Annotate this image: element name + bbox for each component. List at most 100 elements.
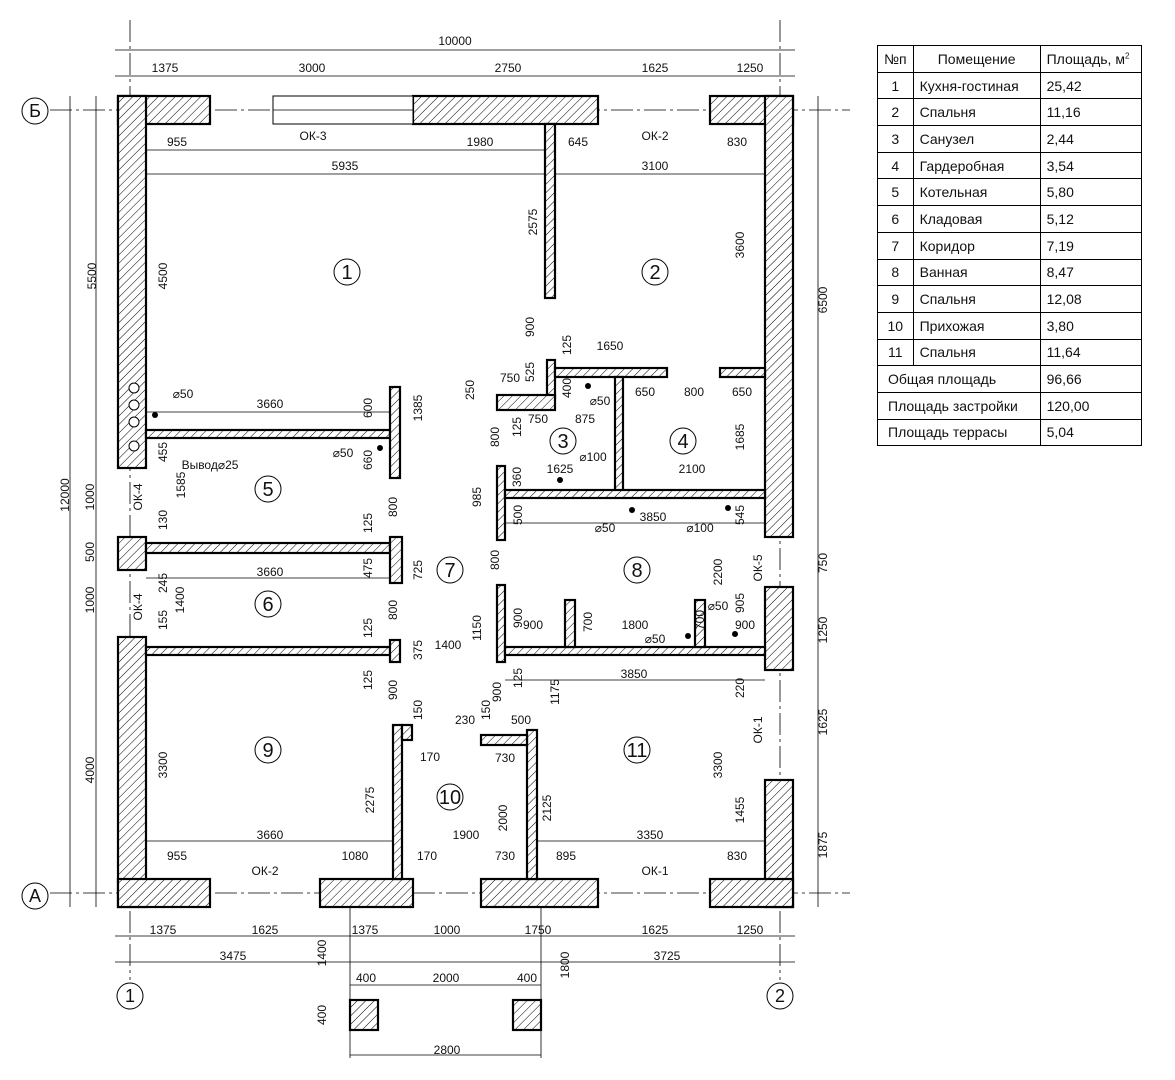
dimension-label: ОК-4: [131, 483, 145, 510]
dimension-label: 2000: [433, 971, 460, 985]
dimension-label: 3660: [257, 828, 284, 842]
dimension-label: 1250: [737, 923, 764, 937]
dimension-label: 800: [684, 385, 704, 399]
dimension-label: 10000: [438, 34, 472, 48]
row-room: Ванная: [912, 258, 1041, 287]
dimension-label: 1585: [174, 471, 188, 498]
row-num: 4: [877, 151, 914, 180]
row-num: 3: [877, 125, 914, 153]
dimension-label: 2800: [434, 1043, 461, 1057]
dimension-label: 700: [693, 610, 707, 630]
row-num: 11: [877, 338, 914, 367]
dimension-label: 900: [511, 608, 525, 628]
dimension-label: 1625: [547, 462, 574, 476]
room-number-7: 7: [444, 560, 455, 582]
dimension-label: 455: [156, 442, 170, 462]
dimension-label: 1800: [558, 951, 572, 978]
room-number-8: 8: [631, 560, 642, 582]
dimension-label: 130: [156, 510, 170, 530]
walls: [116, 94, 795, 1032]
row-num: 1: [877, 71, 914, 100]
dimension-label: 830: [727, 135, 747, 149]
dimension-label: 475: [361, 558, 375, 578]
row-area: 8,47: [1039, 258, 1142, 287]
dimension-label: 500: [511, 505, 525, 525]
row-area: 3,54: [1039, 151, 1142, 180]
dimension-label: 1650: [597, 339, 624, 353]
row-num: 10: [877, 311, 914, 340]
dimension-label: 3850: [640, 510, 667, 524]
dimension-label: 2100: [679, 462, 706, 476]
windows: [272, 95, 414, 125]
dimension-label: ОК-3: [300, 129, 327, 143]
dimension-label: 875: [575, 412, 595, 426]
dimension-label: 125: [361, 513, 375, 533]
room-number-4: 4: [677, 431, 688, 453]
dimension-label: 1375: [150, 923, 177, 937]
row-room: Спальня: [912, 338, 1041, 367]
dimension-label: 220: [733, 678, 747, 698]
dimension-label: 3100: [642, 159, 669, 173]
dimension-label: 1000: [83, 483, 97, 510]
dimension-label: 645: [568, 135, 588, 149]
dimension-label: 4000: [83, 756, 97, 783]
dimension-label: 150: [411, 700, 425, 720]
dimension-label: 600: [361, 398, 375, 418]
dimension-label: 1625: [252, 923, 279, 937]
dimension-label: 125: [361, 670, 375, 690]
dimension-label: 3000: [299, 61, 326, 75]
dimension-label: 750: [816, 553, 830, 573]
row-room: Котельная: [912, 178, 1041, 207]
dimension-label: 905: [733, 593, 747, 613]
dimension-label: ⌀100: [579, 450, 607, 464]
room-number-6: 6: [262, 594, 273, 616]
dimension-label: 155: [156, 610, 170, 630]
dimension-label: 830: [727, 849, 747, 863]
dimension-label: 5935: [332, 159, 359, 173]
room-number-11: 11: [627, 740, 648, 762]
dimension-label: 750: [500, 371, 520, 385]
dimension-label: 1175: [548, 679, 562, 705]
row-area: 5,12: [1039, 205, 1142, 233]
dimension-label: 6500: [816, 286, 830, 313]
row-area: 3,80: [1039, 311, 1142, 340]
dimension-label: 700: [581, 612, 595, 632]
row-area: 7,19: [1039, 231, 1142, 260]
row-num: 5: [877, 178, 914, 207]
axis-label-b: Б: [29, 101, 41, 121]
dimension-label: 725: [411, 560, 425, 580]
room-number-2: 2: [649, 262, 660, 284]
row-room: Коридор: [912, 231, 1041, 260]
row-num: 7: [877, 231, 914, 260]
dimension-label: 955: [167, 135, 187, 149]
dimension-label: 1000: [434, 923, 461, 937]
dimension-label: 800: [386, 497, 400, 517]
dimension-label: 2575: [526, 208, 540, 235]
dimension-label: 245: [156, 573, 170, 593]
row-num: 6: [877, 205, 914, 233]
dimension-label: 1400: [173, 586, 187, 613]
dimension-label: 1685: [733, 423, 747, 450]
dimension-label: 525: [523, 362, 537, 382]
dimension-label: 400: [356, 971, 376, 985]
axis-lines: [50, 20, 850, 980]
dimension-label: 660: [361, 450, 375, 470]
dimension-label: 985: [470, 487, 484, 507]
dimension-label: 1400: [435, 638, 462, 652]
dimension-label: 360: [510, 467, 524, 487]
header-area: Площадь, м2: [1039, 45, 1142, 73]
dimension-label: 500: [83, 542, 97, 562]
dimension-label: 2000: [496, 804, 510, 831]
dimension-label: 125: [560, 335, 574, 355]
dimension-label: 1625: [642, 923, 669, 937]
row-num: 2: [877, 98, 914, 127]
pipes: [128, 382, 738, 639]
